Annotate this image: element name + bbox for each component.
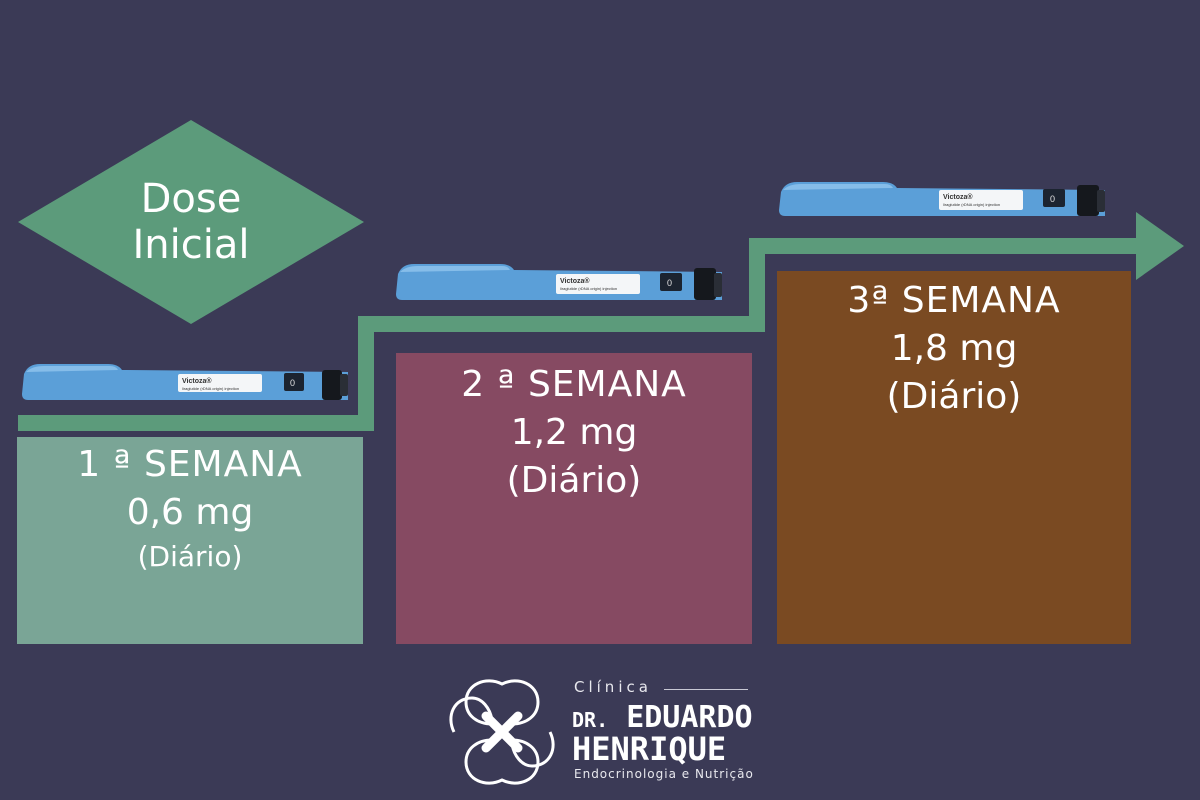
start-label-line1: Dose	[140, 176, 242, 222]
pen-3-brand: Victoza®	[943, 193, 973, 201]
logo-last-name: HENRIQUE	[572, 730, 727, 768]
week-2-block: 2 ª SEMANA 1,2 mg (Diário)	[396, 353, 752, 644]
pen-3-subtitle: liraglutide (rDNA origin) injection	[943, 202, 1000, 207]
pen-week-1: Victoza® liraglutide (rDNA origin) injec…	[18, 360, 350, 408]
week-3-frequency: (Diário)	[886, 376, 1022, 417]
pen-2-dial: 0	[667, 278, 672, 288]
week-2-label: 2 ª SEMANA	[461, 364, 687, 405]
logo-doctor-first-name: DR. EDUARDO	[572, 700, 753, 735]
week-3-dose: 1,8 mg	[890, 328, 1018, 369]
logo-rule	[664, 689, 748, 690]
pen-1-subtitle: liraglutide (rDNA origin) injection	[182, 386, 239, 391]
pen-2-subtitle: liraglutide (rDNA origin) injection	[560, 286, 617, 291]
start-diamond: Dose Inicial	[18, 120, 364, 324]
week-1-frequency: (Diário)	[137, 540, 243, 573]
logo-first-name: EDUARDO	[626, 700, 753, 735]
week-3-label: 3ª SEMANA	[847, 280, 1061, 321]
arrow-head	[1136, 212, 1184, 280]
logo-prefix: DR.	[572, 708, 609, 732]
week-1-dose: 0,6 mg	[126, 492, 254, 533]
pen-1-brand: Victoza®	[182, 377, 212, 385]
pen-week-3: Victoza® liraglutide (rDNA origin) injec…	[775, 178, 1107, 226]
start-label-line2: Inicial	[132, 222, 250, 268]
clinic-logo-icon	[449, 679, 555, 785]
staircase-line	[18, 238, 1150, 431]
logo-specialty: Endocrinologia e Nutrição	[574, 767, 754, 781]
week-3-block: 3ª SEMANA 1,8 mg (Diário)	[777, 271, 1131, 644]
week-2-frequency: (Diário)	[506, 460, 642, 501]
week-1-label: 1 ª SEMANA	[77, 444, 303, 485]
clinic-logo: Clínica DR. EDUARDO HENRIQUE Endocrinolo…	[446, 676, 766, 786]
week-1-block: 1 ª SEMANA 0,6 mg (Diário)	[17, 437, 363, 644]
logo-clinic-word: Clínica	[574, 678, 652, 696]
pen-week-2: Victoza® liraglutide (rDNA origin) injec…	[392, 260, 724, 308]
pen-1-dial: 0	[290, 378, 295, 388]
pen-3-dial: 0	[1050, 194, 1055, 204]
diamond-shape	[18, 120, 364, 324]
pen-2-brand: Victoza®	[560, 277, 590, 285]
week-2-dose: 1,2 mg	[510, 412, 638, 453]
